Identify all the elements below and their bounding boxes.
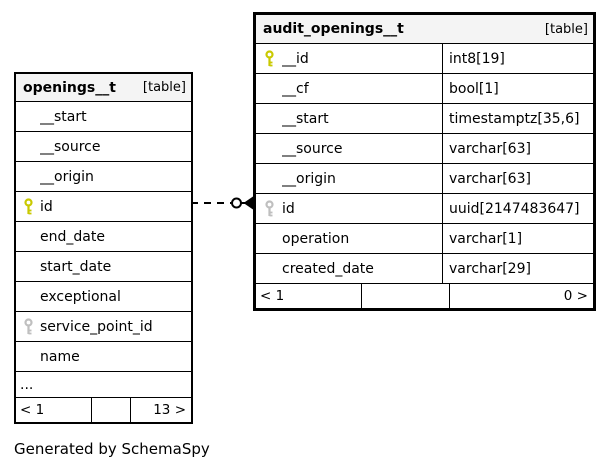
column-name: created_date — [282, 260, 374, 277]
foreign-key-icon — [256, 200, 282, 217]
column-row: __origin — [16, 162, 191, 192]
column-row: __start — [16, 102, 191, 132]
column-row: start_date — [16, 252, 191, 282]
column-row: id uuid[2147483647] — [256, 194, 593, 224]
table-footer: < 1 13 > — [16, 398, 191, 422]
column-row: end_date — [16, 222, 191, 252]
table-type-badge: [table] — [544, 21, 588, 37]
column-row: __origin varchar[63] — [256, 164, 593, 194]
column-row: exceptional — [16, 282, 191, 312]
foreign-key-icon — [16, 318, 40, 335]
column-name: __start — [282, 110, 329, 127]
column-name: __origin — [40, 168, 94, 185]
column-type: varchar[63] — [442, 164, 593, 193]
table-footer: < 1 0 > — [256, 284, 593, 308]
column-name: name — [40, 348, 80, 365]
column-name: start_date — [40, 258, 112, 275]
footer-outgoing-count: 0 > — [563, 288, 588, 304]
column-name: __start — [40, 108, 87, 125]
ellipsis-row: ... — [16, 372, 191, 398]
column-row: created_date varchar[29] — [256, 254, 593, 284]
column-name: __source — [40, 138, 101, 155]
table-header[interactable]: openings__t [table] — [16, 74, 191, 102]
column-name: __cf — [282, 80, 309, 97]
table-title: openings__t — [23, 79, 116, 96]
column-row: __source varchar[63] — [256, 134, 593, 164]
footer-middle-cell — [362, 284, 450, 308]
column-row: __cf bool[1] — [256, 74, 593, 104]
column-name: service_point_id — [40, 318, 153, 335]
column-type: varchar[63] — [442, 134, 593, 163]
column-row: operation varchar[1] — [256, 224, 593, 254]
column-name: exceptional — [40, 288, 121, 305]
column-type: varchar[1] — [442, 224, 593, 253]
column-name: __source — [282, 140, 343, 157]
table-type-badge: [table] — [142, 80, 186, 95]
table-header[interactable]: audit_openings__t [table] — [256, 15, 593, 44]
column-row: id — [16, 192, 191, 222]
table-title: audit_openings__t — [263, 21, 404, 37]
column-row: __start timestamptz[35,6] — [256, 104, 593, 134]
column-name: id — [40, 198, 53, 215]
column-type: uuid[2147483647] — [442, 194, 593, 223]
column-row: __id int8[19] — [256, 44, 593, 74]
arrowhead-icon — [243, 196, 253, 210]
primary-key-icon — [256, 50, 282, 67]
column-name: __origin — [282, 170, 336, 187]
column-type: bool[1] — [442, 74, 593, 103]
footer-incoming-count: < 1 — [256, 284, 362, 308]
footer-outgoing-count: 13 > — [153, 402, 186, 418]
column-type: varchar[29] — [442, 254, 593, 283]
table-openings-t[interactable]: openings__t [table] __start __source __ori… — [14, 72, 193, 424]
column-row: __source — [16, 132, 191, 162]
footer-middle-cell — [92, 398, 131, 422]
column-type: timestamptz[35,6] — [442, 104, 593, 133]
column-type: int8[19] — [442, 44, 593, 73]
column-row: service_point_id — [16, 312, 191, 342]
footer-incoming-count: < 1 — [16, 398, 92, 422]
primary-key-icon — [16, 198, 40, 215]
column-name: __id — [282, 50, 309, 67]
column-name: operation — [282, 230, 350, 247]
column-row: name — [16, 342, 191, 372]
columns-list: __id int8[19] __cf bool[1] __start timestampt… — [256, 44, 593, 284]
column-name: end_date — [40, 228, 105, 245]
generator-note: Generated by SchemaSpy — [14, 440, 210, 458]
column-name: id — [282, 200, 295, 217]
